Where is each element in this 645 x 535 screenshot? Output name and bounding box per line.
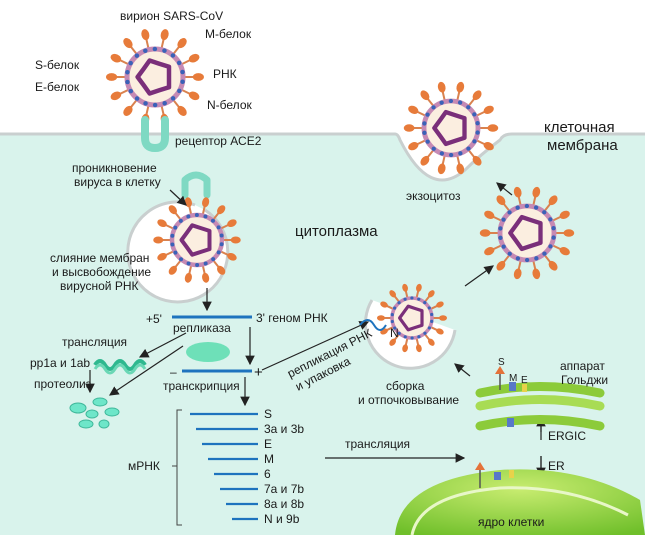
translation-right-label: трансляция — [345, 437, 410, 451]
golgi-e-label: E — [521, 375, 528, 386]
er-label: ER — [548, 459, 565, 473]
golgi-to-assembly-arrow — [454, 363, 471, 377]
extracellular-space — [0, 0, 645, 134]
fusion-label-1: слияние мембран — [50, 251, 149, 265]
genome-plus5-label: +5' — [146, 312, 162, 326]
nucleus-label: ядро клетки — [478, 515, 544, 529]
golgi-proteins — [495, 366, 527, 427]
protein-fragments — [69, 397, 120, 429]
replicase-blob — [186, 342, 230, 362]
golgi-apparatus — [475, 382, 605, 431]
golgi-s-label: S — [498, 357, 505, 368]
rna-label: РНК — [213, 67, 237, 81]
cytoplasm-label: цитоплазма — [295, 223, 378, 240]
m-protein-label: М-белок — [205, 27, 252, 41]
mrna-item-label: E — [264, 437, 272, 451]
assembly-label-2: и отпочковывание — [358, 393, 459, 407]
mrna-item-label: 3a и 3b — [264, 422, 304, 436]
cell-membrane — [0, 132, 645, 182]
ace2-receptor — [141, 116, 169, 153]
virion-budding — [377, 283, 447, 353]
mrna-item-label: 7a и 7b — [264, 482, 304, 496]
virion-endosome — [153, 197, 241, 283]
golgi-label-1: аппарат — [560, 359, 605, 373]
membrane-label-2: мембрана — [547, 137, 618, 154]
virion-exocytosis — [403, 81, 499, 175]
plus-strand-label: + — [254, 364, 263, 381]
replicase-label: репликаза — [173, 321, 231, 335]
minus-strand-label: – — [170, 365, 177, 379]
membrane-label-1: клеточная — [544, 119, 615, 136]
ergic-label: ERGIC — [548, 429, 586, 443]
mrna-item-label: N и 9b — [264, 512, 300, 526]
entry-label-1: проникновение — [72, 161, 157, 175]
s-protein-label: S-белок — [35, 58, 80, 72]
proteolysis-return-arrow — [109, 345, 184, 396]
assembly-label-1: сборка — [386, 379, 425, 393]
mrna-item-label: 6 — [264, 467, 271, 481]
proteolysis-label: протеолиз — [34, 377, 92, 391]
golgi-label-2: Гольджи — [561, 373, 608, 387]
n-protein-label: N-белок — [207, 98, 252, 112]
virion-released — [479, 186, 575, 280]
mrna-item-label: S — [264, 407, 272, 421]
golgi-m-label: M — [509, 373, 517, 384]
fusion-label-2: и высвобождение — [52, 265, 151, 279]
receptor-label: рецептор АСЕ2 — [175, 134, 262, 148]
entry-label-2: вируса в клетку — [74, 175, 161, 189]
genome-3prime-label: 3' геном РНК — [256, 311, 328, 325]
mrna-bracket — [176, 409, 182, 526]
pp1a-label: pp1a и 1ab — [30, 356, 90, 370]
e-protein-label: Е-белок — [35, 80, 80, 94]
pp1a-helix — [93, 359, 147, 375]
n-marker-label: N — [390, 326, 399, 340]
fusion-label-3: вирусной РНК — [60, 279, 138, 293]
mrna-item-label: M — [264, 452, 274, 466]
to-released-arrow — [464, 265, 494, 287]
virion-title: вирион SARS-CoV — [120, 9, 223, 23]
translation-arrow — [138, 332, 187, 358]
replication-arrow — [261, 321, 370, 371]
endoplasmic-reticulum — [395, 462, 645, 535]
entry-arrow — [169, 189, 187, 206]
mrna-label: мРНК — [128, 459, 160, 473]
transcription-label: транскрипция — [163, 379, 240, 393]
translation-left-label: трансляция — [62, 335, 127, 349]
packaged-rna — [359, 319, 387, 331]
to-exocytosis-arrow — [496, 182, 513, 196]
exocytosis-label: экзоцитоз — [406, 189, 461, 203]
mrna-lines — [190, 412, 258, 521]
mrna-item-label: 8a и 8b — [264, 497, 304, 511]
